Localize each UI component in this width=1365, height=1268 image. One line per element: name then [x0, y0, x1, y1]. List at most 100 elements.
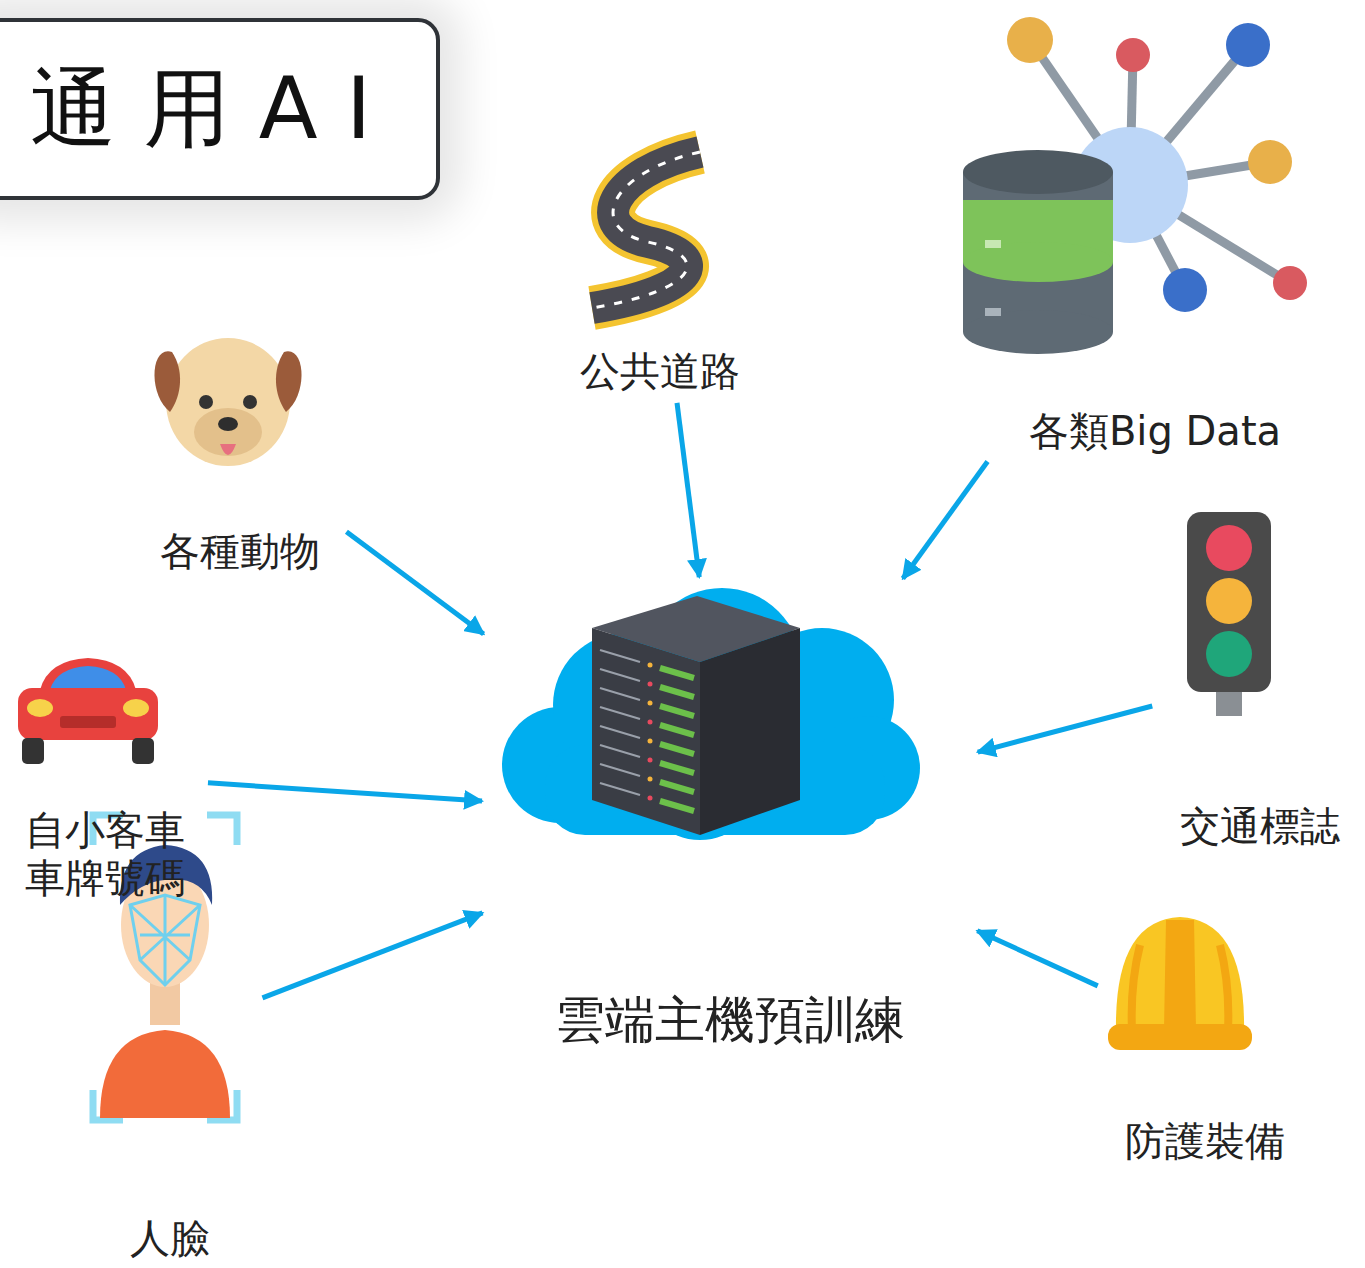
dog-icon-part	[218, 417, 238, 431]
dog-icon-part	[166, 338, 290, 466]
dog-icon-part	[194, 408, 262, 456]
server-icon-part-part	[648, 777, 653, 782]
node-label: 各種動物	[160, 527, 320, 575]
server-icon-part-part	[648, 701, 653, 706]
server-icon-part-part	[648, 682, 653, 687]
car-icon-part	[40, 658, 136, 690]
traffic-light-icon-part	[1206, 631, 1252, 677]
server-icon-part-part	[660, 687, 694, 697]
road-icon-part	[592, 152, 700, 308]
node-label: 各類Big Data	[1029, 407, 1281, 455]
server-icon-part-part	[600, 650, 640, 662]
icon-node: 人臉	[85, 805, 255, 1262]
data-arrow	[262, 913, 482, 998]
helmet-icon-part	[1164, 920, 1196, 1030]
server-icon-part-part	[660, 706, 694, 716]
server-icon-part-part	[648, 739, 653, 744]
node-label: 公共道路	[580, 347, 740, 395]
dog-icon	[154, 338, 301, 466]
road-icon-part	[592, 152, 700, 308]
dog-icon-part	[276, 351, 302, 412]
big-data-icon-part	[963, 150, 1113, 194]
big-data-icon-part	[1226, 23, 1270, 67]
data-arrow	[977, 931, 1097, 986]
server-icon-part-part	[600, 764, 640, 776]
big-data-icon-part	[985, 308, 1001, 316]
server-icon-part-part	[660, 801, 694, 811]
big-data-icon-part	[1007, 17, 1053, 63]
traffic-light-icon-part	[1187, 512, 1271, 692]
face-scan-icon-part-part	[207, 815, 237, 845]
big-data-icon-part	[1163, 268, 1207, 312]
traffic-light-icon-part	[1206, 578, 1252, 624]
big-data-icon-part	[1116, 38, 1150, 72]
face-scan-icon-part-part	[130, 895, 200, 985]
data-arrow	[978, 706, 1153, 752]
big-data-icon-part	[963, 310, 1113, 354]
traffic-light-icon-part	[1216, 692, 1242, 716]
server-icon-part-part	[600, 745, 640, 757]
face-scan-icon-part	[100, 1030, 230, 1118]
car-icon-part	[18, 688, 158, 740]
car-icon-part	[123, 699, 149, 717]
server-icon-part-part	[660, 763, 694, 773]
car-icon-part	[22, 738, 44, 764]
icon-node: 公共道路	[560, 145, 760, 395]
node-label: 人臉	[130, 1214, 210, 1262]
server-icon-part-part	[648, 720, 653, 725]
node-label: 雲端主機預訓練	[555, 990, 905, 1050]
road-icon	[592, 152, 700, 308]
server-icon-part	[600, 650, 694, 811]
server-icon-part-part	[600, 783, 640, 795]
car-icon-part	[27, 699, 53, 717]
server-icon-part-part	[660, 668, 694, 678]
dog-icon-part	[154, 351, 180, 412]
car-icon-part	[50, 666, 126, 690]
cloud-shape	[502, 588, 920, 840]
car-icon-part	[60, 716, 116, 728]
face-scan-icon-part-part	[130, 895, 200, 985]
node-label: 交通標誌	[1180, 802, 1340, 850]
server-icon-part-part	[648, 663, 653, 668]
face-scan-icon-part	[130, 895, 200, 985]
server-icon-part-part	[660, 782, 694, 792]
dog-icon-part	[243, 395, 257, 409]
icon-node: 各種動物	[140, 330, 340, 575]
big-data-icon	[963, 17, 1307, 354]
big-data-icon-part	[963, 172, 1113, 332]
server-icon-part	[700, 628, 800, 835]
data-arrow	[903, 461, 988, 578]
dog-icon-part	[199, 395, 213, 409]
icon-node: 各類Big Data	[990, 5, 1320, 455]
server-icon-part-part	[600, 669, 640, 681]
server-icon	[592, 596, 800, 835]
big-data-icon-part	[1273, 266, 1307, 300]
node-label: 自小客車 車牌號碼	[19, 806, 191, 902]
helmet-icon-part	[1220, 945, 1228, 1030]
car-icon	[18, 658, 158, 764]
dog-icon-part	[220, 444, 236, 455]
icon-node: 自小客車 車牌號碼	[10, 650, 200, 902]
big-data-icon-part	[985, 240, 1001, 248]
icon-node: 交通標誌	[1160, 505, 1360, 850]
icon-node: 防護裝備	[1105, 905, 1305, 1165]
helmet-icon-part	[1108, 1024, 1252, 1050]
traffic-light-icon-part	[1206, 525, 1252, 571]
node-label: 防護裝備	[1125, 1117, 1285, 1165]
server-icon-part	[592, 628, 700, 835]
server-icon-part-part	[660, 725, 694, 735]
big-data-icon-part	[1248, 140, 1292, 184]
helmet-icon	[1108, 917, 1252, 1050]
data-arrow	[208, 783, 482, 801]
server-icon-part-part	[660, 744, 694, 754]
data-arrow	[346, 532, 483, 634]
helmet-icon-part	[1116, 917, 1244, 1032]
server-icon-part-part	[600, 726, 640, 738]
server-icon-part-part	[600, 707, 640, 719]
road-icon-part	[592, 152, 700, 308]
traffic-light-icon	[1187, 512, 1271, 716]
server-icon-part-part	[648, 796, 653, 801]
server-icon-part-part	[600, 688, 640, 700]
title-box: 通用AI	[0, 18, 440, 200]
car-icon-part	[132, 738, 154, 764]
